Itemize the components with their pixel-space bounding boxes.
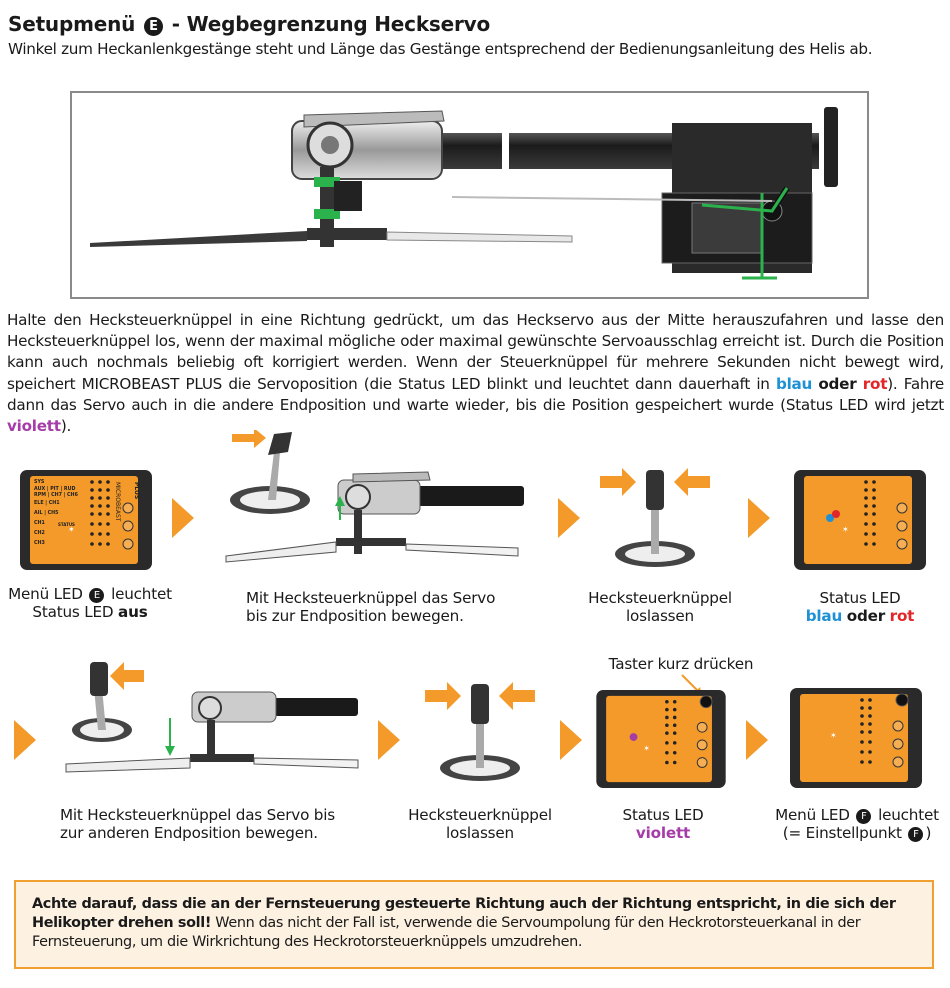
step-arrow-icon xyxy=(14,720,36,760)
microbeast-device-4: ✶ xyxy=(790,688,922,792)
page-subtitle: Winkel zum Heckanlenkgestänge steht und … xyxy=(8,40,873,58)
intro-paragraph: Halte den Hecksteuerknüppel in eine Rich… xyxy=(7,311,945,436)
menu-led-f-lit: ✶ xyxy=(830,731,837,740)
step-arrow-icon xyxy=(748,498,770,538)
caption-menu-led-f: Menü LED F leuchtet (= Einstellpunkt F) xyxy=(775,806,939,842)
step-arrow-icon xyxy=(172,498,194,538)
caption-release-stick-1: Hecksteuerknüppel loslassen xyxy=(588,589,732,625)
device-row-ch1: CH1 xyxy=(34,520,45,526)
device-brand: MICROBEAST xyxy=(114,482,121,522)
tail-stick-push-illustration xyxy=(225,428,524,563)
step-arrow-icon xyxy=(746,720,768,760)
device-row-ele: ELE | CH1 xyxy=(34,500,60,506)
menu-led-e-lit: ✶ xyxy=(842,525,849,534)
stick-center-illustration xyxy=(425,682,535,781)
microbeast-unit-icon: ✶ xyxy=(794,470,926,570)
device-button[interactable] xyxy=(699,695,713,709)
microbeast-device-3: ✶ xyxy=(596,690,726,792)
status-blue-text: blau xyxy=(775,374,813,393)
device-status-label: STATUS xyxy=(58,522,75,527)
step-arrow-icon xyxy=(378,720,400,760)
microbeast-device-2: ✶ xyxy=(794,470,926,574)
tail-assembly-photo xyxy=(70,91,869,299)
device-row-aux: AUX | PIT | RUD xyxy=(34,486,76,492)
device-row-ail: AIL | CH5 xyxy=(34,510,59,516)
caption-move-to-other-endpoint: Mit Hecksteuerknüppel das Servo bis zur … xyxy=(60,806,335,842)
step-arrow-icon xyxy=(560,720,582,760)
caption-menu-led-e: Menü LED E leuchtet Status LED aus xyxy=(8,585,172,621)
warning-text: Achte darauf, dass die an der Fernsteuer… xyxy=(32,896,896,950)
stick-release-step-2 xyxy=(425,680,535,794)
status-violet-text: violett xyxy=(7,417,61,436)
tail-stick-push-other-illustration xyxy=(65,662,359,773)
status-red-text: rot xyxy=(862,374,888,393)
microbeast-unit-icon: ✶ xyxy=(596,690,726,788)
device-row-ch2: CH2 xyxy=(34,530,45,536)
microbeast-device-1: SYS AUX | PIT | RUD RPM | CH7 | CH6 ELE … xyxy=(20,470,152,574)
press-button-hint: Taster kurz drücken xyxy=(608,655,754,673)
caption-move-to-endpoint: Mit Hecksteuerknüppel das Servo bis zur … xyxy=(246,589,496,625)
step-arrow-icon xyxy=(558,498,580,538)
menu-led-e-lit: ✶ xyxy=(643,744,650,753)
device-row-ch3: CH3 xyxy=(34,540,45,546)
device-model: PLUS xyxy=(133,482,140,499)
microbeast-unit-icon: ✶ xyxy=(790,688,922,788)
caption-status-violet: Status LED violett xyxy=(622,806,704,842)
tail-assembly-illustration xyxy=(90,107,838,280)
stick-and-tail-step-1 xyxy=(218,428,530,584)
menu-letter-badge: E xyxy=(143,17,163,36)
device-row-rpm: RPM | CH7 | CH6 xyxy=(34,492,79,498)
warning-box: Achte darauf, dass die an der Fernsteuer… xyxy=(14,880,934,969)
microbeast-unit-icon: SYS AUX | PIT | RUD RPM | CH7 | CH6 ELE … xyxy=(20,470,152,570)
stick-and-tail-step-2 xyxy=(62,660,362,784)
menu-led-e-lit: ✶ xyxy=(68,525,75,534)
stick-release-step-1 xyxy=(600,466,710,580)
stick-center-illustration xyxy=(600,468,710,567)
caption-release-stick-2: Hecksteuerknüppel loslassen xyxy=(408,806,552,842)
caption-status-blue-red: Status LED blau oder rot xyxy=(805,589,915,625)
page-title: Setupmenü E - Wegbegrenzung Heckservo xyxy=(8,12,491,36)
device-row-sys: SYS xyxy=(34,479,45,485)
